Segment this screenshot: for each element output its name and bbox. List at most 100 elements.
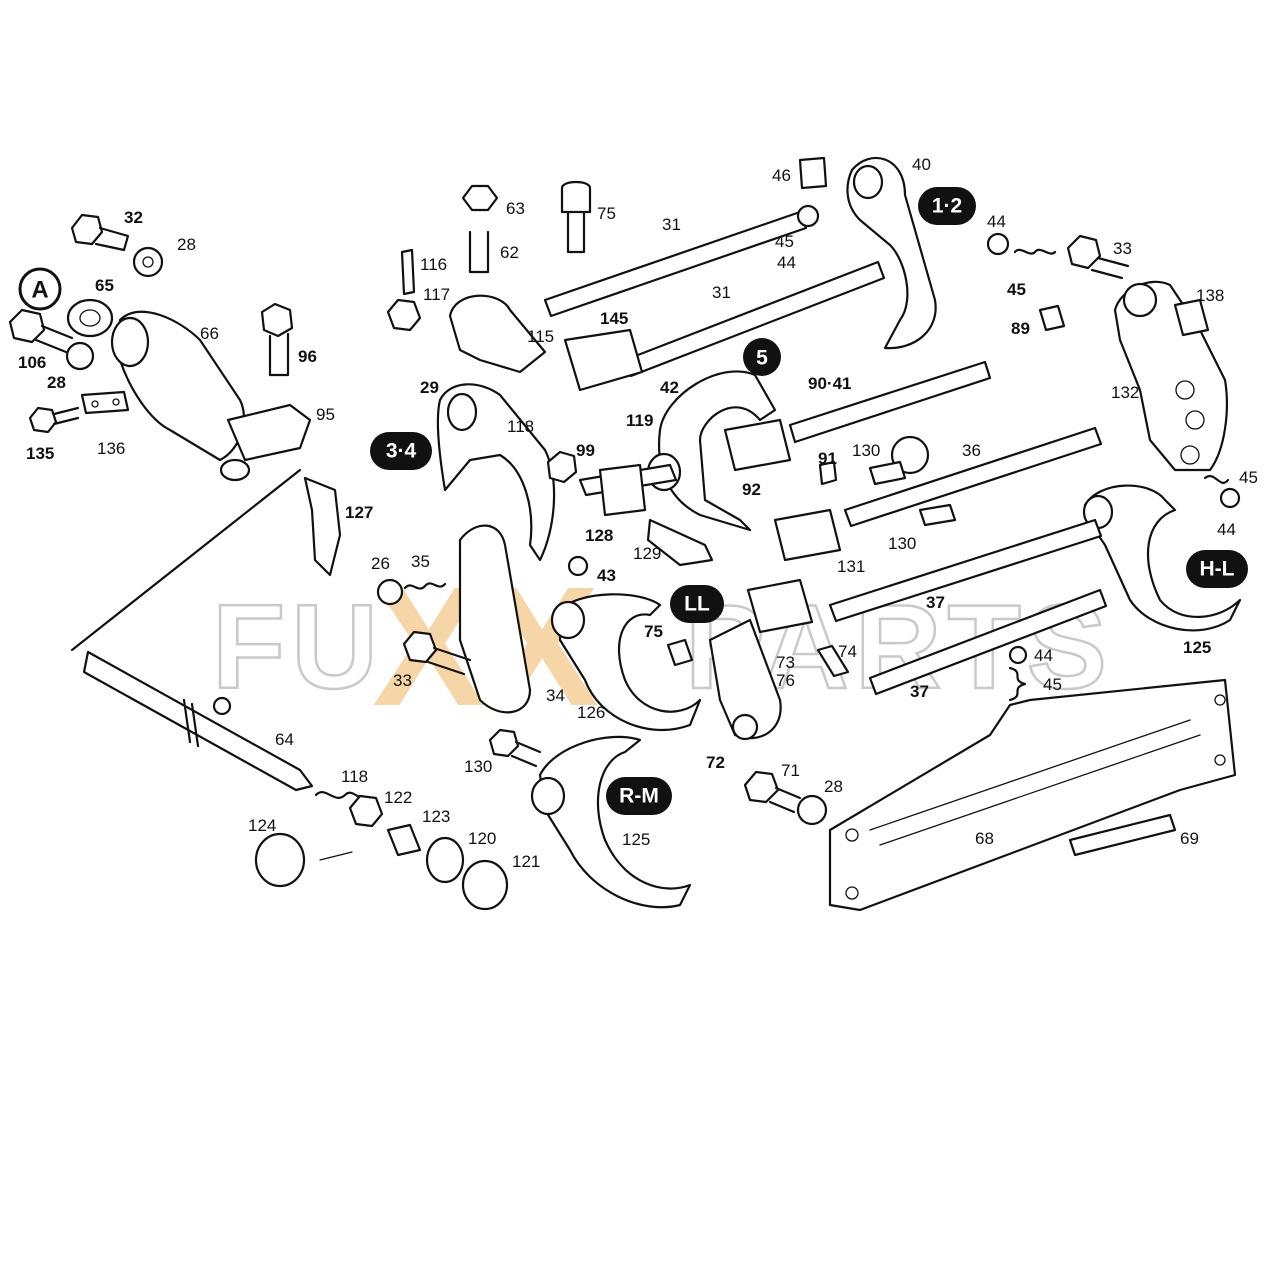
part-label-36: 36 [962, 441, 981, 460]
bolt-head-106 [8, 308, 46, 344]
fork-125-rm [538, 735, 692, 909]
badge-1-2-label: 1·2 [932, 195, 962, 218]
pin-116 [400, 248, 416, 296]
badge-3-4-label: 3·4 [386, 440, 417, 463]
part-label-68: 68 [975, 829, 994, 848]
part-label-131: 131 [837, 557, 865, 576]
bolt-head-96 [260, 302, 294, 338]
sleeve-123 [386, 823, 422, 857]
right-drawings [828, 232, 1241, 912]
part-label-120: 120 [468, 829, 496, 848]
bolt-130b [918, 503, 957, 527]
spring-45c [1203, 475, 1230, 484]
watermark-left: FU [212, 580, 384, 714]
screw-75b [666, 638, 694, 667]
nut-122 [348, 794, 384, 828]
bushing-121 [461, 859, 509, 911]
part-label-37b: 37 [910, 682, 929, 701]
part-label-45c: 45 [1239, 468, 1258, 487]
badge-r-m: R-M [606, 777, 672, 815]
part-label-63: 63 [506, 199, 525, 218]
badge-5: 5 [743, 338, 781, 376]
rail-31a [543, 210, 808, 318]
part-label-117: 117 [423, 285, 450, 304]
part-label-91: 91 [818, 449, 837, 468]
part-label-64: 64 [275, 730, 294, 749]
nut-99 [546, 450, 578, 484]
fork-125-hl [1083, 484, 1242, 632]
part-label-31a: 31 [662, 215, 681, 234]
part-label-118b: 118 [341, 767, 368, 786]
part-label-72: 72 [706, 753, 725, 772]
nut-63 [461, 184, 499, 212]
part-label-44c: 44 [1217, 520, 1236, 539]
part-label-145: 145 [600, 309, 628, 328]
part-label-122: 122 [384, 788, 412, 807]
spring-45a [796, 204, 820, 228]
part-label-35: 35 [411, 552, 430, 571]
badge-h-l: H-L [1186, 550, 1248, 588]
part-label-130a: 130 [852, 441, 880, 460]
part-label-45a: 45 [775, 232, 794, 251]
badge-5-label: 5 [756, 347, 768, 370]
block-131 [773, 508, 842, 562]
badge-ll: LL [670, 585, 724, 623]
part-label-45d: 45 [1043, 675, 1062, 694]
part-label-125b: 125 [622, 830, 650, 849]
badge-ll-label: LL [684, 593, 710, 616]
part-label-128: 128 [585, 526, 613, 545]
bolt-head-33b [402, 630, 438, 664]
part-label-125a: 125 [1183, 638, 1211, 657]
shaft-64 [82, 650, 314, 792]
part-label-28b: 28 [47, 373, 66, 392]
ball-43 [567, 555, 589, 577]
rail-37b [868, 588, 1108, 696]
part-label-76: 76 [776, 671, 795, 690]
part-label-127: 127 [345, 503, 373, 522]
part-label-121: 121 [512, 852, 540, 871]
part-label-28a: 28 [177, 235, 196, 254]
part-label-45b: 45 [1007, 280, 1026, 299]
block-92 [723, 418, 792, 472]
badge-h-l-label: H-L [1200, 558, 1235, 581]
fork-40 [846, 156, 937, 350]
clamp-95 [226, 403, 312, 462]
part-label-44b: 44 [987, 212, 1006, 231]
bushing-65 [66, 298, 114, 338]
part-label-42: 42 [660, 378, 679, 397]
badge-a: A [18, 267, 62, 311]
bracket-34 [458, 524, 532, 714]
part-label-74: 74 [838, 642, 857, 661]
part-label-124: 124 [248, 816, 276, 835]
washer-28 [132, 246, 164, 278]
part-label-129: 129 [633, 544, 661, 563]
part-labels: 32 28 65 66 106 28 135 136 96 95 127 116… [18, 155, 1258, 871]
part-label-26: 26 [371, 554, 390, 573]
washer-120 [425, 836, 465, 884]
plate-136 [80, 390, 130, 415]
bolt-head-32 [70, 213, 104, 246]
pin-74 [816, 644, 850, 678]
part-label-33b: 33 [393, 671, 412, 690]
block-128 [598, 463, 647, 517]
nut-26 [376, 578, 404, 606]
part-label-123: 123 [422, 807, 450, 826]
part-label-73: 73 [776, 653, 795, 672]
ball-44c [1219, 487, 1241, 509]
left-assembly-drawing [8, 213, 342, 792]
ball-44b [986, 232, 1010, 256]
part-label-40: 40 [912, 155, 931, 174]
fork-126-ll [558, 593, 702, 732]
part-label-46: 46 [772, 166, 791, 185]
part-label-99: 99 [576, 441, 595, 460]
rail-36 [843, 426, 1103, 528]
rail-90-41 [788, 360, 992, 444]
washer-28b [65, 341, 95, 371]
part-label-37a: 37 [926, 593, 945, 612]
part-label-43: 43 [597, 566, 616, 585]
plate-68 [828, 678, 1237, 912]
part-label-135: 135 [26, 444, 54, 463]
link-127 [303, 476, 342, 577]
part-label-119: 119 [626, 411, 653, 430]
part-label-71: 71 [781, 761, 800, 780]
